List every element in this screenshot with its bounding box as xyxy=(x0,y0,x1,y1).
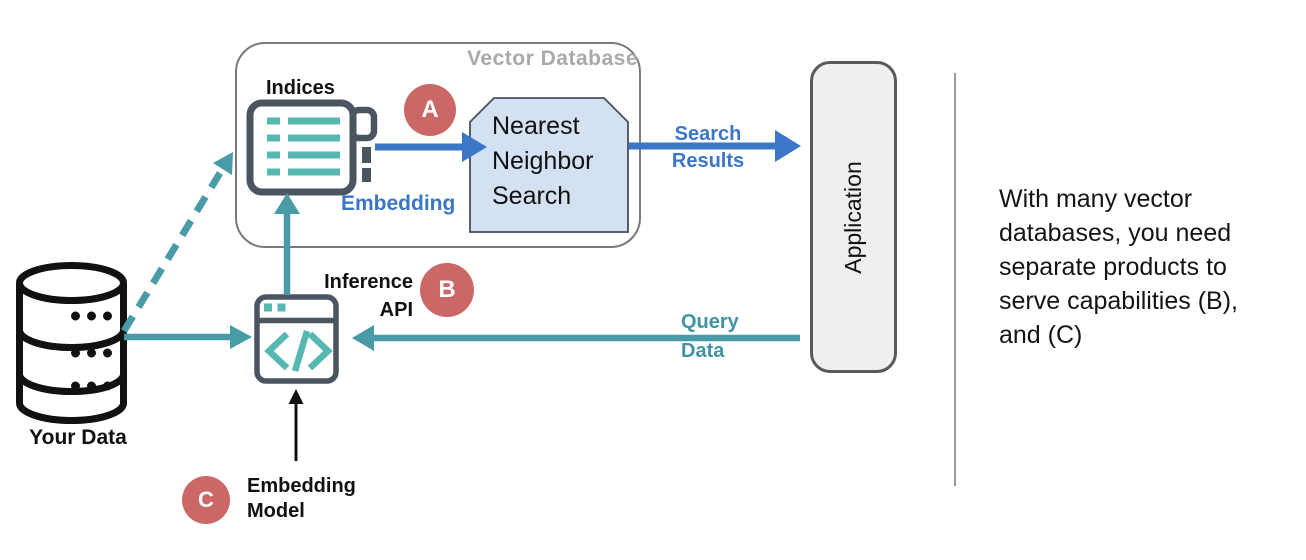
arrow-your-data-to-inference-api xyxy=(124,325,252,349)
vertical-divider xyxy=(954,73,956,486)
nns-line-2: Neighbor xyxy=(492,147,594,175)
inference-api-line-1: Inference xyxy=(324,271,413,293)
note-line-1: With many vector xyxy=(999,185,1193,213)
inference-api-line-2: API xyxy=(379,299,413,321)
inference-api-icon xyxy=(254,294,339,384)
embedding-model-line-1: Embedding xyxy=(247,475,356,497)
code-brackets-glyph xyxy=(264,330,333,372)
database-icon xyxy=(16,262,127,424)
arrow-nns-to-application xyxy=(629,130,801,162)
nns-line-1: Nearest xyxy=(492,112,580,140)
indices-label: Indices xyxy=(266,77,335,99)
badge-a: A xyxy=(404,84,456,136)
vector-database-title: Vector Database xyxy=(467,47,638,70)
arrow-embedding-model-to-inference-api xyxy=(288,389,304,461)
note-line-4: serve capabilities (B), xyxy=(999,287,1238,315)
arrow-indices-to-nns xyxy=(375,132,487,162)
arrow-your-data-to-indices-dashed xyxy=(121,152,233,333)
nns-line-3: Search xyxy=(492,182,572,210)
application-label: Application xyxy=(840,160,866,274)
embedding-label: Embedding xyxy=(341,192,456,215)
note-line-5: and (C) xyxy=(999,321,1083,349)
search-results-line-1: Search xyxy=(674,123,742,145)
note-line-2: databases, you need xyxy=(999,219,1232,247)
search-results-label: Search Results xyxy=(655,121,761,175)
query-data-label-line-2: Data xyxy=(681,340,725,362)
embedding-model-label: Embedding Model xyxy=(247,474,356,524)
nearest-neighbor-search-box xyxy=(469,97,629,233)
note-line-3: separate products to xyxy=(999,253,1227,281)
indices-icon xyxy=(246,99,378,196)
inference-api-label: Inference API xyxy=(313,268,413,324)
nearest-neighbor-search-label: Nearest Neighbor Search xyxy=(492,109,593,214)
embedding-model-line-2: Model xyxy=(247,500,305,522)
arrow-inference-api-to-indices xyxy=(274,193,300,295)
badge-c: C xyxy=(182,476,230,524)
search-results-line-2: Results xyxy=(671,150,745,172)
side-note-text: With many vector databases, you need sep… xyxy=(999,182,1238,352)
application-box: Application xyxy=(810,61,897,373)
query-data-label-line-1: Query xyxy=(681,311,739,333)
arrow-application-to-inference-api xyxy=(352,325,800,351)
your-data-label: Your Data xyxy=(29,426,127,449)
badge-b: B xyxy=(420,263,474,317)
